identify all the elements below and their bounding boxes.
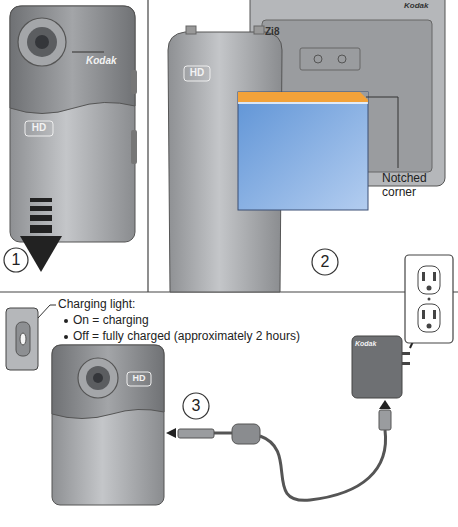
cable bbox=[214, 432, 232, 435]
side-button bbox=[131, 70, 137, 94]
plug-arrow bbox=[166, 428, 176, 438]
brand-mark: Kodak bbox=[355, 340, 376, 348]
battery-notch bbox=[360, 92, 368, 100]
battery-stripe bbox=[238, 92, 368, 102]
socket-ground bbox=[427, 324, 432, 329]
lens-ring bbox=[18, 18, 66, 66]
inset-detail bbox=[6, 308, 38, 370]
hd-badge bbox=[127, 372, 151, 386]
arrow-stripe bbox=[30, 225, 52, 233]
lens-center bbox=[93, 373, 103, 383]
usb-arrow bbox=[379, 400, 391, 409]
bullet bbox=[64, 319, 68, 323]
hd-badge bbox=[25, 121, 53, 136]
dc-plug bbox=[178, 429, 214, 438]
panel-divider bbox=[147, 0, 148, 292]
grille bbox=[72, 51, 104, 53]
charger-prong bbox=[402, 352, 410, 355]
leader-line bbox=[38, 305, 56, 318]
side-button bbox=[131, 130, 137, 164]
contacts bbox=[300, 48, 360, 70]
charging-light bbox=[20, 333, 26, 345]
plate-screw bbox=[428, 298, 431, 301]
charger bbox=[352, 336, 402, 398]
note-heading: Charging light: bbox=[58, 297, 135, 311]
camera-body bbox=[52, 345, 164, 505]
leader-line bbox=[366, 97, 398, 168]
socket-slot bbox=[422, 310, 425, 319]
cable bbox=[260, 430, 386, 500]
socket-slot bbox=[433, 272, 436, 281]
hd-mark: HD bbox=[184, 67, 210, 79]
battery-stripe bbox=[238, 102, 368, 104]
camera-body bbox=[10, 6, 135, 242]
usb-plug bbox=[379, 410, 391, 430]
lens-ring bbox=[78, 358, 118, 398]
symbol bbox=[314, 55, 322, 63]
callout-number: 3 bbox=[183, 396, 209, 415]
arrow-stripe bbox=[30, 215, 52, 221]
battery bbox=[238, 92, 368, 210]
callout-circle bbox=[183, 393, 209, 419]
socket-slot bbox=[433, 310, 436, 319]
door-tab bbox=[186, 26, 196, 34]
part-label: Notched corner bbox=[382, 171, 452, 200]
hd-badge bbox=[184, 66, 210, 81]
brand-mark: Kodak bbox=[404, 1, 428, 11]
hd-mark: HD bbox=[25, 122, 53, 134]
lens-center bbox=[35, 35, 49, 49]
arrow-stripe bbox=[30, 198, 52, 202]
socket bbox=[418, 304, 440, 332]
symbol bbox=[338, 55, 346, 63]
brand-mark: Kodak bbox=[86, 55, 117, 67]
ferrite-bead bbox=[232, 424, 260, 444]
camera-top bbox=[52, 345, 164, 419]
socket bbox=[418, 266, 440, 294]
lens bbox=[86, 366, 110, 390]
callout-circle bbox=[312, 249, 338, 275]
callout-circle bbox=[4, 248, 28, 272]
socket-slot bbox=[422, 272, 425, 281]
light-housing bbox=[16, 322, 30, 356]
socket-ground bbox=[427, 286, 432, 291]
wall-outlet bbox=[405, 255, 453, 343]
note-item: Off = fully charged (approximately 2 hou… bbox=[73, 329, 300, 343]
hd-mark: HD bbox=[127, 373, 151, 384]
bullet bbox=[64, 335, 68, 339]
callout-number: 1 bbox=[4, 250, 28, 269]
arrow-stripe bbox=[30, 206, 52, 211]
door-tab bbox=[254, 26, 264, 34]
callout-number: 2 bbox=[312, 252, 338, 271]
lens bbox=[27, 27, 57, 57]
model-mark: Zi8 bbox=[265, 26, 279, 38]
charger-prong bbox=[402, 362, 410, 365]
note-item: On = charging bbox=[73, 313, 149, 327]
camera-top bbox=[10, 6, 135, 114]
